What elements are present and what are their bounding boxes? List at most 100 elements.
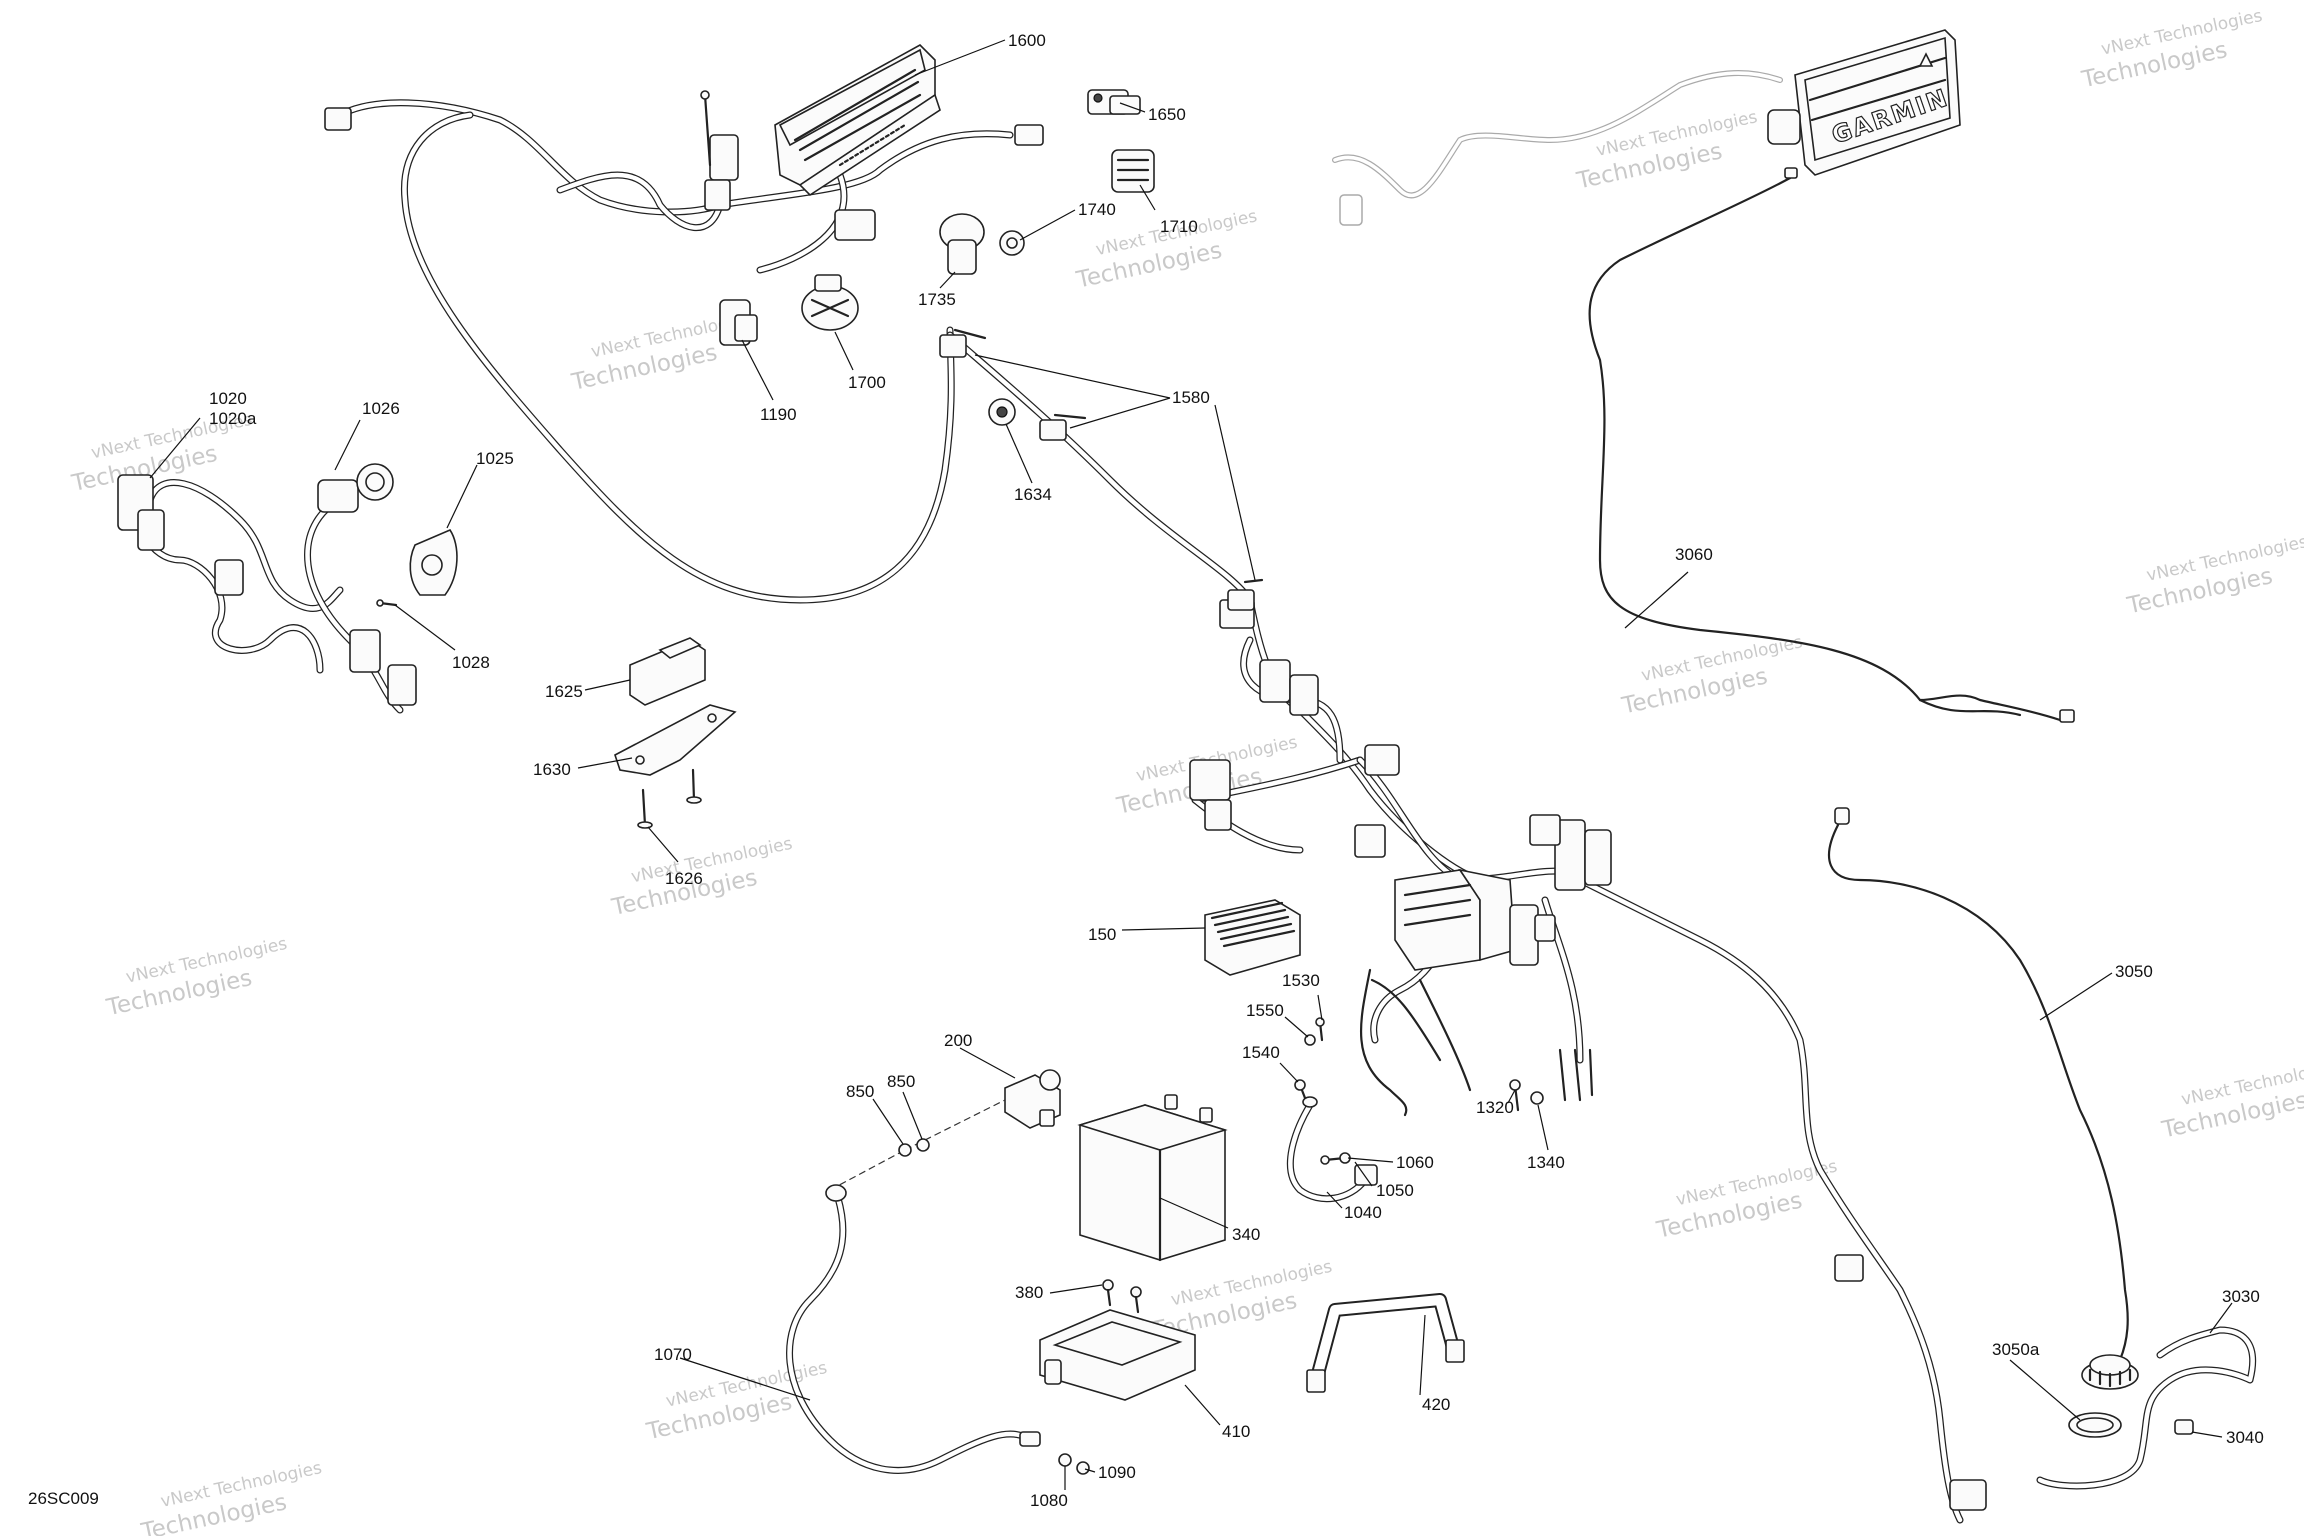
connector-icon: [2059, 709, 2075, 723]
connector-icon: [324, 107, 352, 131]
callout-1600: 1600: [1008, 31, 1046, 50]
assembly-line: [829, 1149, 906, 1191]
callout-3060: 3060: [1675, 545, 1713, 564]
callout-1060: 1060: [1396, 1153, 1434, 1172]
connector-icon: [1339, 194, 1363, 226]
fuse-box-icon: [1394, 814, 1612, 971]
connector-icon: [137, 509, 165, 551]
callout-1550: 1550: [1246, 1001, 1284, 1020]
bracket-1025-icon: [409, 529, 458, 596]
connector-lower-icon: [1834, 1254, 1987, 1511]
bolts-1320-1340-icon: [1509, 1079, 1544, 1112]
callout-1735: 1735: [918, 290, 956, 309]
callout-420: 420: [1422, 1395, 1450, 1414]
nuts-850-icon: [898, 1138, 930, 1157]
clip-1580-icon: [939, 328, 1264, 611]
buzzer-1700-icon: [801, 274, 859, 331]
callout-3040: 3040: [2226, 1428, 2264, 1447]
diagram-code: 26SC009: [28, 1489, 99, 1508]
battery-340-icon: [1077, 1094, 1228, 1262]
connector-icon: [1259, 659, 1291, 703]
connector-icon: [1189, 759, 1231, 801]
callout-labels: 1600 1650 1740 1710 1735 1190 1700 1580 …: [209, 31, 2264, 1510]
assembly-line: [904, 1099, 1006, 1151]
cap-3050a-icon: [2068, 1354, 2139, 1438]
screws-1626-icon: [637, 768, 702, 829]
callout-1340: 1340: [1527, 1153, 1565, 1172]
callout-1020: 1020: [209, 389, 247, 408]
lower-harness: [1189, 744, 1964, 1524]
callout-1540: 1540: [1242, 1043, 1280, 1062]
bolt-1060-icon: [1320, 1152, 1351, 1165]
connector-1190-icon: [719, 299, 758, 346]
callout-1070: 1070: [654, 1345, 692, 1364]
callout-1028: 1028: [452, 653, 490, 672]
ground-cable-1040-icon: [1286, 1096, 1378, 1203]
connector-icon: [709, 134, 739, 181]
starter-solenoid-200-icon: [1004, 1069, 1061, 1129]
socket-1634-icon: [988, 398, 1016, 426]
callout-1026: 1026: [362, 399, 400, 418]
connector-icon: [834, 209, 876, 241]
screws-380-icon: [1102, 1279, 1142, 1314]
callout-1700: 1700: [848, 373, 886, 392]
clip-3040-icon: [2174, 1419, 2194, 1435]
connector-icon: [214, 559, 244, 596]
screw-icon: [700, 90, 712, 167]
callout-1630: 1630: [533, 760, 571, 779]
callout-1740: 1740: [1078, 200, 1116, 219]
display-module-icon: [774, 44, 941, 197]
callout-850-left: 850: [846, 1082, 874, 1101]
callout-1020a: 1020a: [209, 409, 257, 428]
callout-1320: 1320: [1476, 1098, 1514, 1117]
callout-1625: 1625: [545, 682, 583, 701]
connector-icon: [1204, 799, 1232, 831]
callout-1025: 1025: [476, 449, 514, 468]
callout-410: 410: [1222, 1422, 1250, 1441]
connector-icon: [1289, 674, 1319, 716]
connector-icon: [1834, 807, 1850, 825]
connector-icon: [1784, 167, 1798, 179]
callout-200: 200: [944, 1031, 972, 1050]
callout-1650: 1650: [1148, 105, 1186, 124]
callout-1040: 1040: [1344, 1203, 1382, 1222]
harness-1020: [117, 474, 417, 714]
ground-hardware-icon: [1294, 1017, 1325, 1100]
battery-strap-420-icon: [1306, 1293, 1465, 1393]
nut-1740-icon: [999, 230, 1025, 256]
nuts-1080-1090-icon: [1058, 1453, 1090, 1475]
callout-1050: 1050: [1376, 1181, 1414, 1200]
connector-icon: [349, 629, 381, 673]
callout-1080: 1080: [1030, 1491, 1068, 1510]
callout-3030: 3030: [2222, 1287, 2260, 1306]
callout-150: 150: [1088, 925, 1116, 944]
callout-1530: 1530: [1282, 971, 1320, 990]
callout-1710: 1710: [1160, 217, 1198, 236]
callout-1090: 1090: [1098, 1463, 1136, 1482]
callout-3050: 3050: [2115, 962, 2153, 981]
module-1710-icon: [1111, 149, 1155, 193]
callout-1190: 1190: [760, 405, 797, 424]
gps-harness-3060: [1332, 70, 2075, 723]
bracket-1630-icon: [614, 704, 737, 776]
callout-1626: 1626: [665, 869, 703, 888]
sensor-1650-icon: [1087, 89, 1141, 115]
callout-1634: 1634: [1014, 485, 1052, 504]
garmin-display-icon: GARMIN: [1767, 29, 1961, 176]
voltage-regulator-150-icon: [1204, 899, 1301, 976]
callout-340: 340: [1232, 1225, 1260, 1244]
callout-3050a: 3050a: [1992, 1340, 2040, 1359]
module-1625-icon: [629, 637, 706, 706]
switch-1735-icon: [939, 213, 985, 275]
callout-1580: 1580: [1172, 388, 1210, 407]
connector-icon: [387, 664, 417, 706]
connector-icon: [704, 179, 731, 211]
callout-850-right: 850: [887, 1072, 915, 1091]
connector-icon: [1354, 824, 1386, 858]
upper-harness: [324, 99, 1484, 884]
connector-icon: [1014, 124, 1044, 146]
battery-cable-1070-icon: [786, 1184, 1041, 1474]
connector-icon: [1364, 744, 1400, 776]
usb-outlet-1026-icon: [317, 463, 394, 513]
